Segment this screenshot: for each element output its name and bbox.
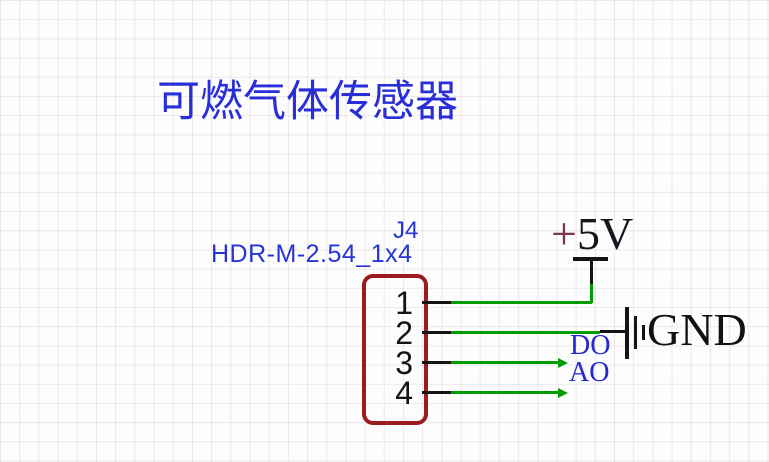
wire-pin1-vertical[interactable] [590, 284, 593, 303]
pin-stub-2[interactable] [422, 331, 451, 334]
power-flag-plus-sign: + [551, 208, 577, 259]
component-reference-designator[interactable]: J4 [393, 217, 419, 244]
connector-body[interactable] [362, 274, 428, 425]
wire-pin1-to-5v[interactable] [451, 301, 592, 304]
pin-number-4: 4 [395, 375, 413, 411]
ground-flag-label[interactable]: GND [647, 304, 747, 355]
ground-flag-bar1-icon[interactable] [625, 307, 629, 359]
pin-stub-3[interactable] [422, 361, 451, 364]
pin-stub-4[interactable] [422, 391, 451, 394]
wire-end-arrow-icon-ao [558, 387, 568, 398]
net-label-do[interactable]: DO [570, 330, 611, 361]
power-flag-voltage: 5V [576, 208, 634, 259]
pin-number-2: 2 [395, 315, 413, 351]
component-footprint-label[interactable]: HDR-M-2.54_1x4 [211, 240, 413, 268]
power-flag-bar-icon[interactable] [573, 257, 608, 261]
wire-end-arrow-icon-do [558, 357, 568, 368]
ground-flag-bar2-icon[interactable] [634, 316, 637, 349]
pin-number-1: 1 [395, 285, 413, 321]
wire-pin3-do[interactable] [451, 361, 558, 364]
ground-flag-lead[interactable] [600, 330, 627, 333]
wire-pin2-to-gnd[interactable] [451, 331, 600, 334]
power-flag-label[interactable]: +5V [551, 211, 633, 257]
pin-stub-1[interactable] [422, 301, 451, 304]
net-label-ao[interactable]: AO [569, 357, 610, 388]
power-flag-stem[interactable] [590, 261, 593, 284]
schematic-title[interactable]: 可燃气体传感器 [157, 79, 458, 126]
pin-number-3: 3 [395, 345, 413, 381]
ground-flag-bar3-icon[interactable] [642, 325, 645, 340]
wire-pin4-ao[interactable] [451, 391, 558, 394]
